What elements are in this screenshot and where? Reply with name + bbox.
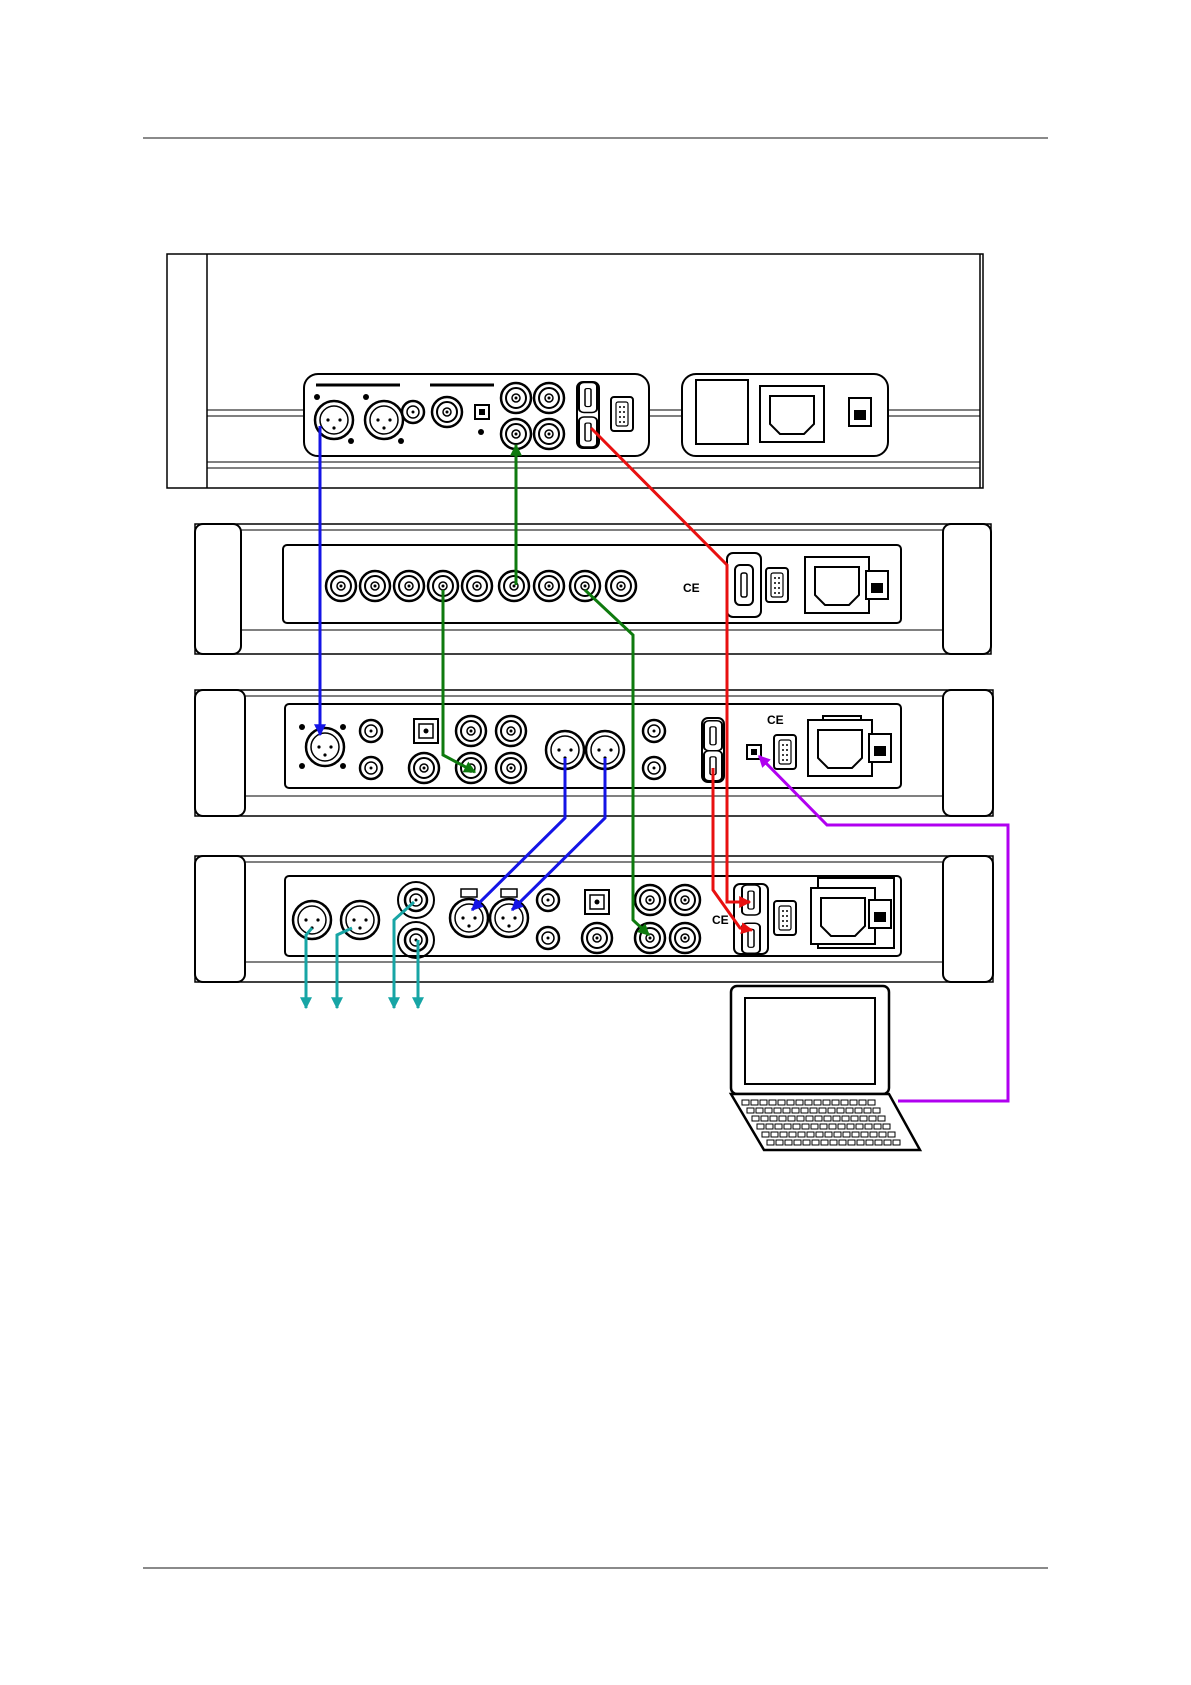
ce-mark: CE [683,581,700,595]
cable-red-hdmi-long [591,428,750,902]
bnc-connector-icon [326,571,636,601]
power-switch-icon [849,398,871,426]
bottom-unit: CE [195,856,993,982]
serial-port-icon [774,735,796,769]
power-switch-icon [866,571,888,599]
hdmi-port-icon [735,565,753,605]
usb-port-icon [475,405,489,419]
serial-port-icon [766,568,788,602]
optical-port-icon [585,890,609,914]
xlr-connector-icon [306,728,344,766]
serial-port-icon [774,901,796,935]
optical-port-icon [414,719,438,743]
power-inlet-icon [760,386,824,442]
rca-connector-icon [402,401,424,423]
top-unit [167,254,983,488]
serial-port-icon [611,397,633,431]
third-unit: CE [195,690,993,816]
laptop-icon [731,986,920,1150]
power-inlet-icon [811,888,875,944]
second-unit: CE [195,524,991,654]
ce-mark: CE [712,913,729,927]
bnc-connector-icon [432,397,462,427]
ce-mark: CE [767,713,784,727]
power-inlet-icon [805,557,869,613]
power-inlet-icon [808,720,872,776]
power-switch-icon [869,734,891,762]
power-switch-icon [869,900,891,928]
